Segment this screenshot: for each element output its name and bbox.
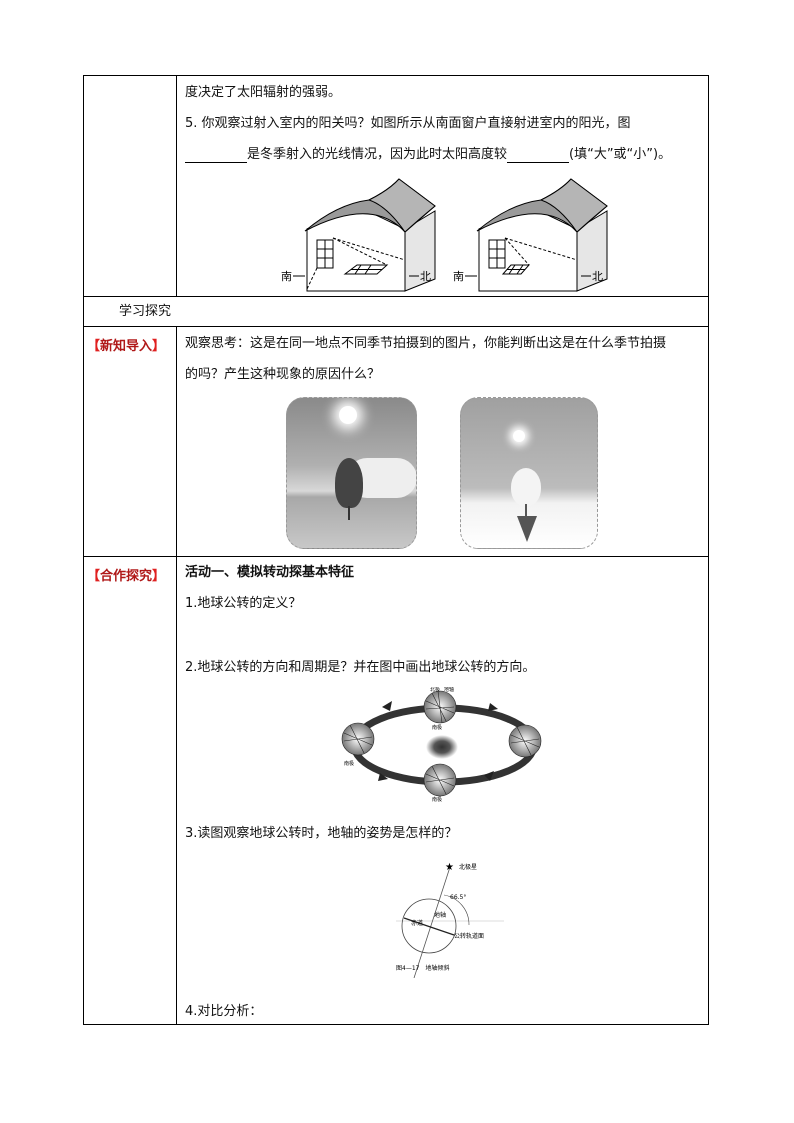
svg-text:南: 南 — [453, 270, 464, 283]
answer-blank-2[interactable] — [507, 150, 570, 163]
svg-text:南极: 南极 — [432, 796, 442, 802]
question-2: 2.地球公转的方向和周期是？并在图中画出地球公转的方向。 — [185, 660, 536, 675]
row-content: 度决定了太阳辐射的强弱。 5. 你观察过射入室内的阳关吗？如图所示从南面窗户直接… — [177, 76, 708, 296]
svg-text:66.5°: 66.5° — [450, 894, 466, 901]
svg-text:北极星: 北极星 — [459, 863, 477, 871]
sun-icon — [426, 735, 458, 759]
svg-text:地轴: 地轴 — [444, 687, 454, 693]
svg-text:北极: 北极 — [430, 687, 440, 693]
row-content: 观察思考：这是在同一地点不同季节拍摄到的图片，你能判断出这是在什么季节拍摄 的吗… — [177, 327, 708, 556]
question-5-cont: 是冬季射入的光线情况，因为此时太阳高度较(填“大”或“小”)。 — [185, 147, 671, 163]
svg-text:北: 北 — [592, 270, 603, 283]
observe-question-cont: 的吗？产生这种现象的原因什么？ — [185, 367, 381, 382]
summer-photo — [286, 397, 417, 549]
row-label-empty — [84, 76, 177, 296]
question-4: 4.对比分析： — [185, 1004, 263, 1019]
row-sun-question: 度决定了太阳辐射的强弱。 5. 你观察过射入室内的阳关吗？如图所示从南面窗户直接… — [84, 76, 708, 297]
house-winter-icon: 南 北 — [453, 178, 608, 292]
axis-tilt-diagram: ★ 北极星 66.5° 赤道 地轴 公转轨道面 图4—17 地轴倾斜 — [396, 862, 504, 978]
house-sunlight-diagram: 南 北 南 — [281, 178, 608, 292]
row-label-cell: 【合作探究】 — [84, 557, 177, 1024]
snow-tree-icon — [511, 468, 541, 506]
row-section-title: 学习探究 — [84, 297, 708, 327]
direction-arrow-icon — [378, 773, 388, 781]
svg-text:南极: 南极 — [344, 760, 354, 767]
sun-icon — [513, 430, 525, 442]
question-5: 5. 你观察过射入室内的阳关吗？如图所示从南面窗户直接射进室内的阳光，图 — [185, 116, 631, 131]
sun-icon — [339, 406, 357, 424]
tree-shadow — [517, 516, 537, 542]
label-cooperative-inquiry: 【合作探究】 — [87, 569, 166, 584]
svg-text:图4—17 地轴倾斜: 图4—17 地轴倾斜 — [396, 964, 449, 972]
earth-globe-icon — [341, 690, 542, 797]
section-title: 学习探究 — [119, 304, 172, 319]
row-label-cell: 【新知导入】 — [84, 327, 177, 556]
svg-text:南: 南 — [281, 270, 292, 283]
svg-text:公转轨道面: 公转轨道面 — [454, 932, 484, 940]
winter-photo — [460, 397, 598, 549]
text-line: 度决定了太阳辐射的强弱。 — [185, 85, 342, 100]
tree-icon — [335, 458, 363, 508]
lesson-table: 度决定了太阳辐射的强弱。 5. 你观察过射入室内的阳关吗？如图所示从南面窗户直接… — [83, 75, 709, 1025]
activity-title: 活动一、模拟转动探基本特征 — [185, 565, 355, 580]
direction-arrow-icon — [488, 703, 498, 711]
answer-blank-1[interactable] — [185, 150, 247, 163]
direction-arrow-icon — [484, 771, 494, 781]
svg-text:北: 北 — [420, 270, 431, 283]
question-3: 3.读图观察地球公转时，地轴的姿势是怎样的？ — [185, 826, 458, 841]
earth-orbit-diagram: 北极 地轴 南极 南极 南极 — [341, 687, 542, 802]
direction-arrow-icon — [382, 701, 392, 711]
svg-text:南极: 南极 — [432, 724, 442, 731]
observe-question: 观察思考：这是在同一地点不同季节拍摄到的图片，你能判断出这是在什么季节拍摄 — [185, 336, 667, 351]
label-new-knowledge: 【新知导入】 — [87, 339, 166, 354]
house-summer-icon: 南 北 — [281, 178, 436, 292]
row-cooperative-inquiry: 【合作探究】 活动一、模拟转动探基本特征 1.地球公转的定义？ 2.地球公转的方… — [84, 557, 708, 1024]
row-new-knowledge: 【新知导入】 观察思考：这是在同一地点不同季节拍摄到的图片，你能判断出这是在什么… — [84, 327, 708, 557]
svg-text:地轴: 地轴 — [434, 911, 446, 919]
row-content: 活动一、模拟转动探基本特征 1.地球公转的定义？ 2.地球公转的方向和周期是？并… — [177, 557, 708, 1024]
question-1: 1.地球公转的定义？ — [185, 596, 302, 611]
polaris-star-icon: ★ — [445, 862, 454, 873]
svg-text:赤道: 赤道 — [411, 919, 423, 927]
